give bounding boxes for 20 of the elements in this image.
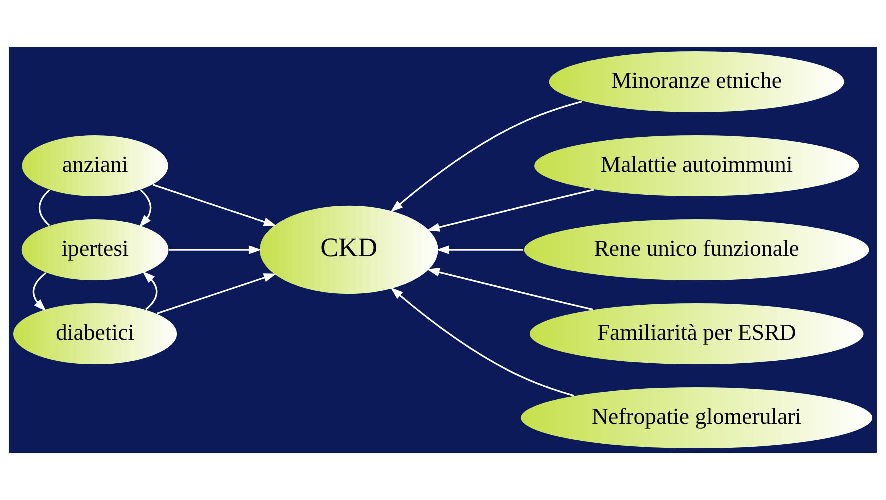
arrow (169, 246, 262, 254)
node-ellipse: Familiarità per ESRD (528, 302, 865, 366)
node-ellipse: diabetici (12, 302, 178, 366)
arrow (157, 274, 277, 314)
arrow (427, 189, 594, 232)
arrow (390, 288, 574, 397)
arrow (436, 246, 524, 254)
arrow (152, 184, 277, 226)
node-ellipse: Nefropatie glomerulari (520, 386, 874, 450)
arrow (427, 268, 594, 311)
node-ellipse: anziani (21, 134, 170, 198)
node-ellipse: Malattie autoimmuni (534, 134, 860, 198)
node-ellipse: Minoranze etniche (548, 50, 846, 114)
connector (38, 190, 50, 226)
arrow (142, 271, 158, 310)
node-ellipse: Rene unico funzionale (523, 218, 870, 282)
arrow (139, 190, 152, 228)
node-ellipse: ipertesi (20, 218, 170, 282)
arrow (390, 100, 583, 212)
arrow (32, 272, 47, 312)
